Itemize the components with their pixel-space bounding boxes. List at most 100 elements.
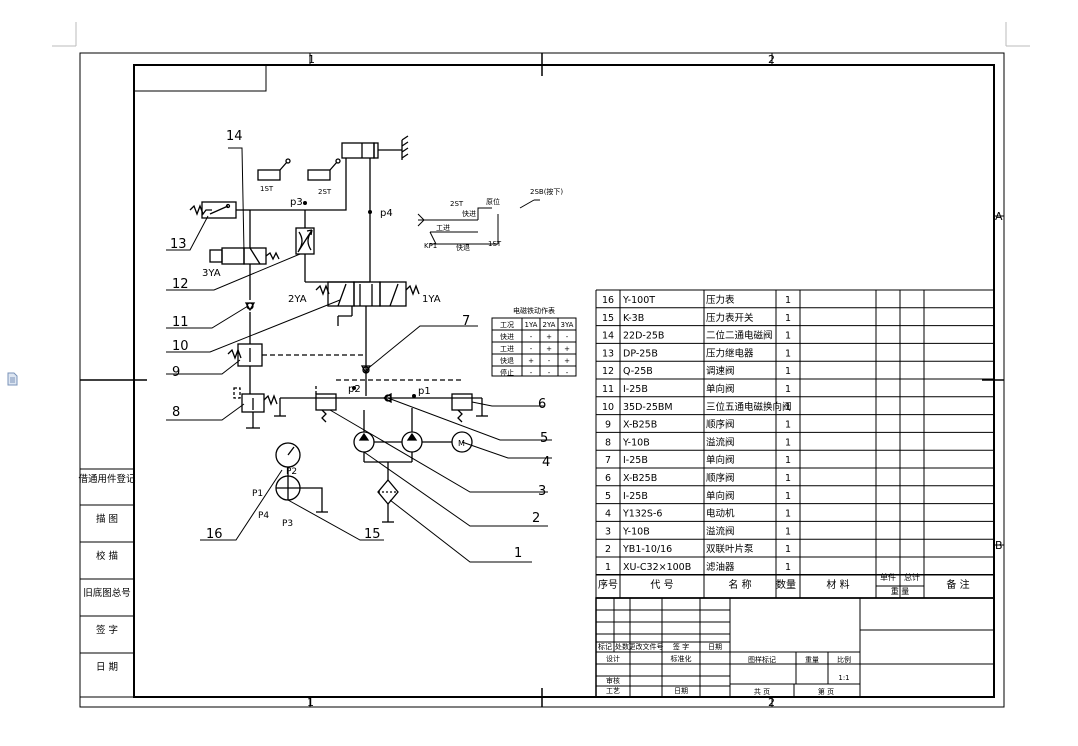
parts-cell-name: 单向阀 — [706, 490, 735, 502]
parts-cell-code: YB1-10/16 — [622, 544, 672, 555]
parts-cell-no: 5 — [605, 491, 611, 502]
seq-feed: 工进 — [436, 224, 450, 232]
sheet-frame — [79, 52, 1005, 708]
parts-cell-code: 22D-25B — [623, 331, 664, 342]
parts-cell-name: 二位二通电磁阀 — [706, 330, 773, 342]
parts-cell-no: 3 — [605, 526, 611, 537]
strip-label-old-number: 旧底图总号 — [83, 587, 131, 599]
rev-date: 日期 — [708, 643, 722, 651]
parts-cell-code: Q-25B — [623, 366, 653, 377]
parts-cell-no: 16 — [602, 295, 614, 306]
solenoid-table-header: 工况 — [500, 321, 514, 329]
parts-cell-qty: 1 — [785, 384, 791, 395]
relief-valve-8 — [233, 387, 278, 429]
parts-cell-code: X-B25B — [623, 473, 657, 484]
solenoid-table-cell: - — [548, 369, 551, 377]
callout-13: 13 — [170, 237, 187, 252]
label-2sb: 2SB(按下) — [530, 187, 563, 196]
parts-cell-qty: 1 — [785, 509, 791, 520]
parts-cell-no: 11 — [602, 384, 614, 395]
label-gauge-p4: P4 — [258, 511, 269, 521]
relief-valve-3 — [315, 386, 337, 423]
parts-cell-no: 9 — [605, 420, 611, 431]
parts-cell-code: 35D-25BM — [623, 402, 673, 413]
solenoid-table-cell: - — [530, 333, 533, 341]
rev-doc: 更改文件号 — [629, 642, 664, 651]
parts-header: 序号 代 号 名 称 数量 材 料 单件 总计 重 量 备 注 — [598, 572, 970, 596]
parts-cell-no: 12 — [602, 366, 614, 377]
solenoid-table-cell: + — [564, 357, 570, 365]
solenoid-table-cell: - — [530, 345, 533, 353]
parts-cell-no: 15 — [602, 313, 614, 324]
solenoid-table-cell: - — [530, 369, 533, 377]
sequence-labels: 2ST 原位 快进 工进 KP1 快退 1ST — [424, 197, 502, 252]
pressure-gauge — [275, 442, 301, 476]
parts-cell-name: 顺序阀 — [706, 419, 735, 431]
solenoid-table-cell: 快进 — [500, 332, 514, 341]
pressure-relay — [189, 201, 250, 219]
parts-cell-name: 单向阀 — [706, 454, 735, 466]
parts-cell-name: 压力表开关 — [706, 312, 754, 324]
strip-label-borrow: 借通用件登记 — [78, 473, 136, 485]
parts-cell-name: 溢流阀 — [706, 436, 735, 448]
strip-label-date: 日 期 — [96, 662, 118, 673]
parts-cell-qty: 1 — [785, 366, 791, 377]
rev-count: 处数 — [615, 642, 629, 651]
label-process: 工艺 — [606, 687, 620, 695]
label-design: 设计 — [606, 654, 620, 663]
parts-cell-name: 三位五通电磁换向阀 — [706, 401, 792, 413]
parts-cell-qty: 1 — [785, 544, 791, 555]
label-motor: M — [458, 439, 465, 448]
parts-cell-qty: 1 — [785, 455, 791, 466]
solenoid-table-cell: + — [528, 357, 534, 365]
label-p1: p1 — [418, 386, 431, 397]
seq-2st: 2ST — [450, 200, 464, 208]
callout-8: 8 — [172, 405, 180, 420]
parts-cell-name: 电动机 — [706, 508, 735, 520]
header-remark: 备 注 — [946, 578, 969, 591]
callout-3: 3 — [538, 484, 546, 499]
parts-cell-code: K-3B — [623, 313, 644, 324]
zone-bottom-1: 1 — [307, 696, 314, 709]
callout-4: 4 — [542, 455, 550, 470]
label-weight: 重量 — [805, 656, 819, 664]
zone-top-1: 1 — [308, 53, 315, 66]
sequence-diagram — [417, 199, 540, 245]
label-review: 审核 — [606, 676, 620, 685]
label-3ya: 3YA — [202, 268, 221, 279]
callout-6: 6 — [538, 397, 546, 412]
label-date: 日期 — [674, 687, 688, 695]
parts-cell-name: 顺序阀 — [706, 472, 735, 484]
callout-15: 15 — [364, 527, 381, 542]
two-way-solenoid-valve — [209, 247, 280, 265]
solenoid-table-cell: - — [566, 369, 569, 377]
callout-12: 12 — [172, 277, 189, 292]
zone-labels: 1 2 1 2 A B — [307, 53, 1003, 709]
parts-cell-name: 压力继电器 — [706, 347, 754, 359]
electric-motor — [422, 431, 473, 453]
solenoid-table-cell: - — [566, 333, 569, 341]
label-standardize: 标准化 — [671, 654, 692, 663]
document-icon[interactable] — [6, 372, 20, 386]
header-unit-weight: 单件 — [880, 572, 896, 582]
circuit-labels: 1YA 2YA 3YA p3 p4 p2 p1 1ST 2ST 2SB(按下) … — [202, 185, 563, 529]
parts-cell-name: 单向阀 — [706, 383, 735, 395]
callout-numbers: 1 2 3 4 5 6 7 8 9 10 11 12 13 14 15 16 — [170, 129, 550, 561]
seq-1st: 1ST — [488, 240, 502, 248]
parts-cell-qty: 1 — [785, 295, 791, 306]
parts-cell-qty: 1 — [785, 491, 791, 502]
limit-switch-1st — [257, 158, 291, 181]
zone-top-2: 2 — [768, 53, 775, 66]
solenoid-table-cell: + — [564, 345, 570, 353]
solenoid-table-cell: + — [546, 333, 552, 341]
parts-cell-code: I-25B — [623, 384, 648, 395]
sequence-valve-9 — [227, 343, 366, 367]
parts-cell-no: 1 — [605, 562, 611, 573]
limit-switch-2st — [307, 158, 341, 181]
directional-valve-3pos — [305, 281, 420, 307]
double-vane-pump — [353, 408, 423, 463]
label-p4: p4 — [380, 208, 393, 219]
solenoid-table-cell: - — [548, 357, 551, 365]
parts-cell-no: 8 — [605, 437, 611, 448]
parts-cell-qty: 1 — [785, 437, 791, 448]
